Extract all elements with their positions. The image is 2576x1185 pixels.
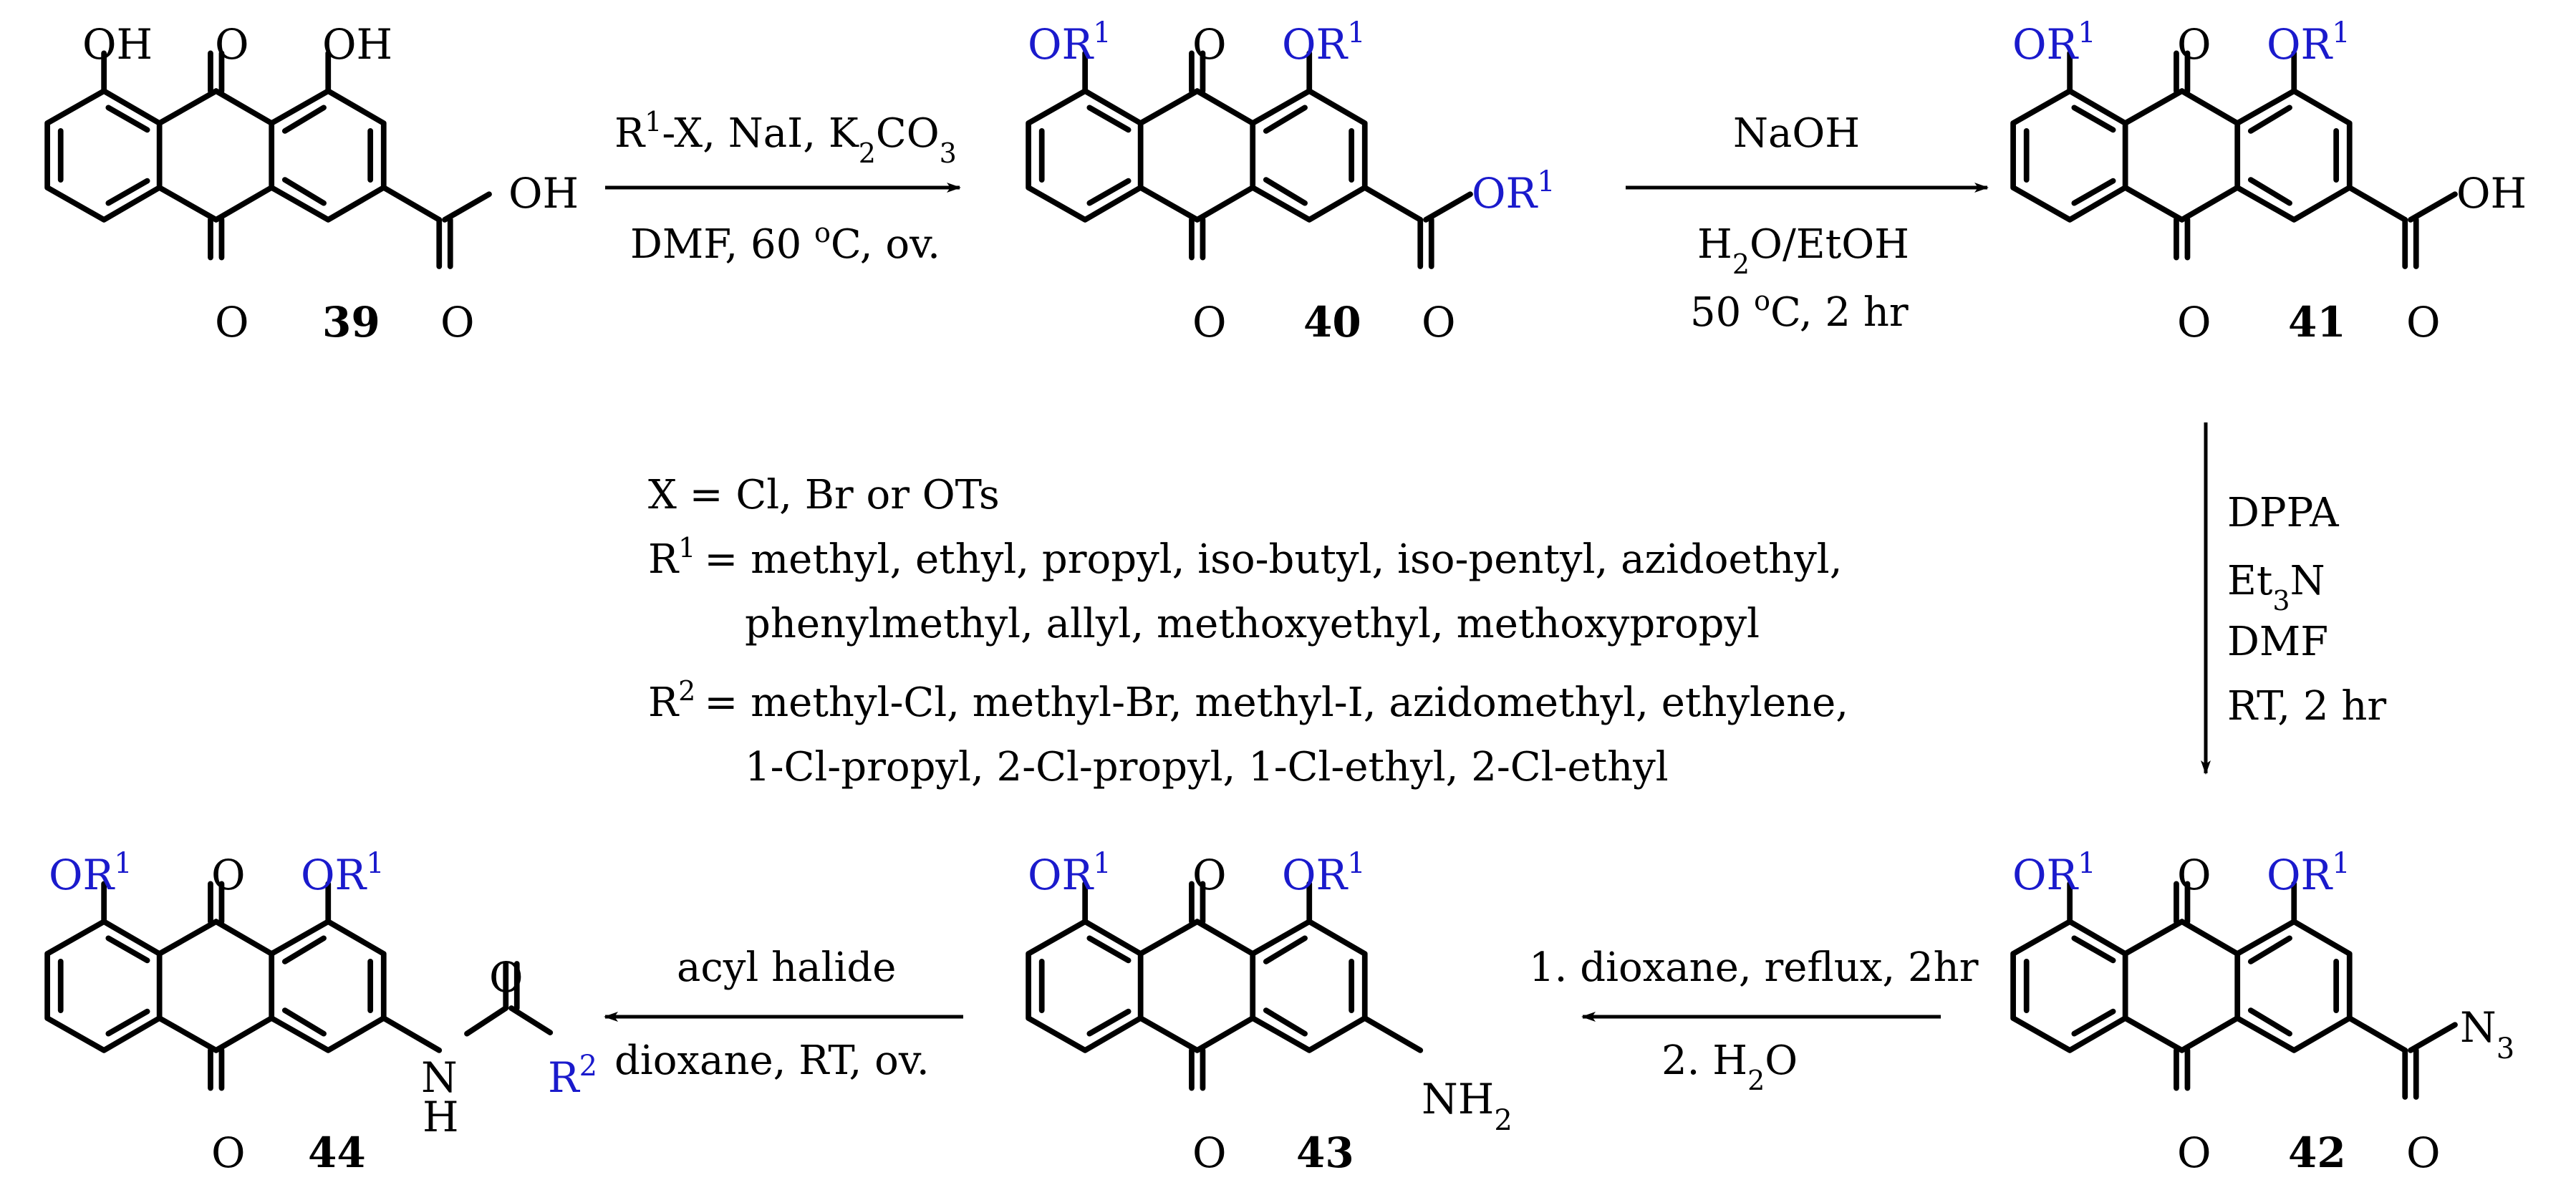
compound-42 xyxy=(2013,884,2458,1100)
c40-carbonyl-top: O xyxy=(1192,20,1227,69)
arrow-2-below-1: H2O/EtOH xyxy=(1697,221,1909,280)
c39-acid-o: O xyxy=(440,298,475,347)
c41-top-right: OR1 xyxy=(2267,16,2350,69)
arrow-3-line-2: Et3N xyxy=(2227,558,2325,616)
c42-carbonyl-bottom: O xyxy=(2177,1128,2211,1177)
c42-top-right: OR1 xyxy=(2267,847,2350,899)
c39-carbonyl-top: O xyxy=(215,20,249,69)
compound-number-44: 44 xyxy=(308,1128,366,1177)
arrow-4-above: 1. dioxane, reflux, 2hr xyxy=(1529,944,1979,991)
compound-40 xyxy=(1028,53,1473,269)
legend-r1-line-2: phenylmethyl, allyl, methoxyethyl, metho… xyxy=(745,601,1760,647)
compound-43 xyxy=(1028,884,1420,1088)
c41-acid-oh: OH xyxy=(2456,169,2527,218)
c44-carbonyl-top: O xyxy=(211,851,246,899)
c44-amide-h: H xyxy=(423,1093,459,1141)
c44-r2: R2 xyxy=(548,1050,597,1102)
compound-number-42: 42 xyxy=(2288,1128,2346,1177)
c40-ester: OR1 xyxy=(1472,165,1555,218)
c44-top-right: OR1 xyxy=(301,847,385,899)
c43-top-left: OR1 xyxy=(1028,847,1111,899)
c40-top-right: OR1 xyxy=(1282,16,1366,69)
c39-carbonyl-bottom: O xyxy=(215,298,249,347)
c39-top-right: OH xyxy=(322,20,392,69)
c43-carbonyl-top: O xyxy=(1192,851,1227,899)
c41-acid-o: O xyxy=(2406,298,2441,347)
c43-carbonyl-bottom: O xyxy=(1192,1128,1227,1177)
arrow-3-line-3: DMF xyxy=(2227,619,2328,665)
arrow-4-below: 2. H2O xyxy=(1661,1038,1798,1096)
compound-number-43: 43 xyxy=(1296,1128,1354,1177)
c42-top-left: OR1 xyxy=(2012,847,2096,899)
c44-amide-o: O xyxy=(489,953,524,1002)
c43-amine: NH2 xyxy=(1422,1075,1513,1137)
c44-carbonyl-bottom: O xyxy=(211,1128,246,1177)
arrow-3-line-4: RT, 2 hr xyxy=(2227,683,2386,730)
substituent-legend: X = Cl, Br or OTs R1= methyl, ethyl, pro… xyxy=(648,472,1848,790)
legend-r1-line-1: R1= methyl, ethyl, propyl, iso-butyl, is… xyxy=(648,532,1843,583)
c44-top-left: OR1 xyxy=(49,847,132,899)
c41-carbonyl-bottom: O xyxy=(2177,298,2211,347)
c40-top-left: OR1 xyxy=(1028,16,1111,69)
c39-acid-oh: OH xyxy=(508,169,579,218)
legend-x: X = Cl, Br or OTs xyxy=(648,472,1000,518)
c40-ester-o: O xyxy=(1422,298,1456,347)
arrow-5-above: acyl halide xyxy=(677,944,896,991)
arrow-3-line-1: DPPA xyxy=(2227,490,2339,536)
arrow-2-above: NaOH xyxy=(1733,110,1860,157)
compound-number-39: 39 xyxy=(322,298,380,347)
compound-number-41: 41 xyxy=(2288,298,2346,347)
c40-carbonyl-bottom: O xyxy=(1192,298,1227,347)
c41-carbonyl-top: O xyxy=(2177,20,2211,69)
c39-top-left: OH xyxy=(82,20,153,69)
legend-r2-line-2: 1-Cl-propyl, 2-Cl-propyl, 1-Cl-ethyl, 2-… xyxy=(745,744,1669,790)
c43-top-right: OR1 xyxy=(1282,847,1366,899)
arrow-1-below: DMF, 60 oC, ov. xyxy=(630,217,940,268)
legend-r2-line-1: R2= methyl-Cl, methyl-Br, methyl-I, azid… xyxy=(648,675,1848,726)
c42-carbonyl-top: O xyxy=(2177,851,2211,899)
compound-44 xyxy=(47,884,554,1088)
arrow-2-below-2: 50 oC, 2 hr xyxy=(1690,285,1909,336)
arrow-5-below: dioxane, RT, ov. xyxy=(614,1038,930,1084)
c42-azide: N3 xyxy=(2460,1003,2514,1065)
compound-41 xyxy=(2013,53,2458,269)
c42-azide-o: O xyxy=(2406,1128,2441,1177)
c41-top-left: OR1 xyxy=(2012,16,2096,69)
compound-number-40: 40 xyxy=(1303,298,1361,347)
arrow-1-above: R1-X, NaI, K2CO3 xyxy=(614,106,957,169)
compound-39 xyxy=(47,53,492,269)
c44-amide-n: N xyxy=(421,1053,458,1102)
